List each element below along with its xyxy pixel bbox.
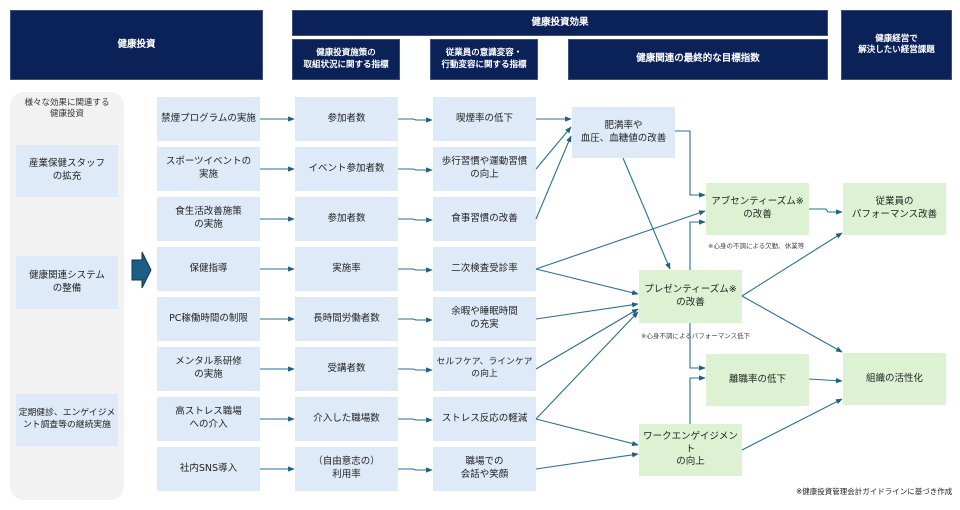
measure-box: 食生活改善施策 の実施 [157,197,260,241]
outcome-obesity: 肥満率や 血圧、血糖値の改善 [572,107,675,158]
behavior-box: 歩行習慣や運動習慣 の向上 [433,147,536,191]
goal-organization: 組織の活性化 [843,353,946,405]
measure-box: 社内SNS導入 [157,447,260,491]
indicator-to-behavior-arrow [398,267,433,273]
outcome-absenteeism: アブセンティーズム※ の改善 [706,183,809,235]
measure-box: PC稼働時間の制限 [157,297,260,341]
measure-box: メンタル系研修 の実施 [157,347,260,391]
presenteeism-to-absenteeism-arrow [689,219,706,270]
behavior-box: セルフケア、ラインケア の向上 [433,347,536,391]
panel-title: 様々な効果に関連する 健康投資 [24,98,110,120]
measure-box: 高ストレス職場 への介入 [157,397,260,441]
measure-box: 禁煙プログラムの実施 [157,97,260,141]
behavior-box: 余暇や睡眠時間 の充実 [433,297,536,341]
indicator-to-behavior-arrow [398,167,433,173]
indicator-box: （自由意志の） 利用率 [295,447,398,491]
header-health-investment: 健康投資 [10,10,263,80]
absenteeism-to-performance-arrow [809,208,843,215]
leisure-to-presenteeism-arrow [535,302,639,320]
conversation-to-engagement-arrow [535,452,639,470]
obesity-to-absenteeism-arrow [675,130,706,198]
indicator-to-behavior-arrow [398,117,433,123]
header-measure-indicator: 健康投資施策の 取組状況に関する指標 [292,39,400,80]
measure-box: 保健指導 [157,247,260,291]
engagement-to-organization-arrow [741,398,843,451]
indicator-to-behavior-arrow [398,317,433,323]
absenteeism-note: ※心身の不調による欠勤、休業等 [708,242,805,250]
left-item-system: 健康関連システム の整備 [16,256,118,309]
indicator-to-behavior-arrow [398,217,433,223]
header-final-target-index: 健康関連の最終的な目標指数 [568,39,828,80]
right-arrow-icon [131,251,152,289]
indicator-to-behavior-arrow [398,367,433,373]
checkup-to-absenteeism-arrow [535,210,706,270]
indicator-box: 実施率 [295,247,398,291]
behavior-box: 喫煙率の低下 [433,97,536,141]
indicator-box: 長時間労働者数 [295,297,398,341]
left-item-checkup: 定期健診、エンゲイジメ ント調査等の継続実施 [16,394,118,446]
measure-box: スポーツイベントの 実施 [157,147,260,191]
indicator-to-behavior-arrow [398,417,433,423]
behavior-box: 食事習慣の改善 [433,197,536,241]
selfcare-to-presenteeism-arrow [535,308,639,370]
engagement-to-turnover-arrow [689,375,706,424]
footnote: ※健康投資管理会計ガイドラインに基づき作成 [796,487,953,496]
exercise-to-obesity-arrow [535,126,572,170]
indicator-to-behavior-arrow [398,467,433,473]
turnover-to-organization-arrow [808,378,843,384]
stress-to-presenteeism-arrow [535,311,639,420]
outcome-engagement: ワークエンゲイジメント の向上 [639,424,742,476]
presenteeism-to-organization-arrow [741,295,843,353]
behavior-box: 二次検査受診率 [433,247,536,291]
left-item-staff: 産業保健スタッフ の拡充 [16,145,118,197]
outcome-turnover: 離職率の低下 [706,354,809,406]
header-investment-effect: 健康投資効果 [292,10,828,36]
behavior-box: 職場での 会話や笑顔 [433,447,536,491]
indicator-box: 参加者数 [295,97,398,141]
diet-to-obesity-arrow [535,135,572,220]
behavior-box: ストレス反応の軽減 [433,397,536,441]
indicator-box: 介入した職場数 [295,397,398,441]
header-behavior-indicator: 従業員の意識変容・ 行動変容に関する指標 [430,39,538,80]
stress-to-engagement-arrow [535,418,639,447]
presenteeism-note: ※心身不調によるパフォーマンス低下 [641,332,751,340]
goal-performance: 従業員の パフォーマンス改善 [843,183,946,235]
indicator-box: 受講者数 [295,347,398,391]
header-management-issue: 健康経営で 解決したい経営課題 [841,10,952,80]
indicator-box: 参加者数 [295,197,398,241]
checkup-to-presenteeism-arrow [535,268,639,296]
obesity-to-presenteeism-arrow [622,157,671,270]
indicator-box: イベント参加者数 [295,147,398,191]
outcome-presenteeism: プレゼンティーズム※ の改善 [639,270,742,323]
